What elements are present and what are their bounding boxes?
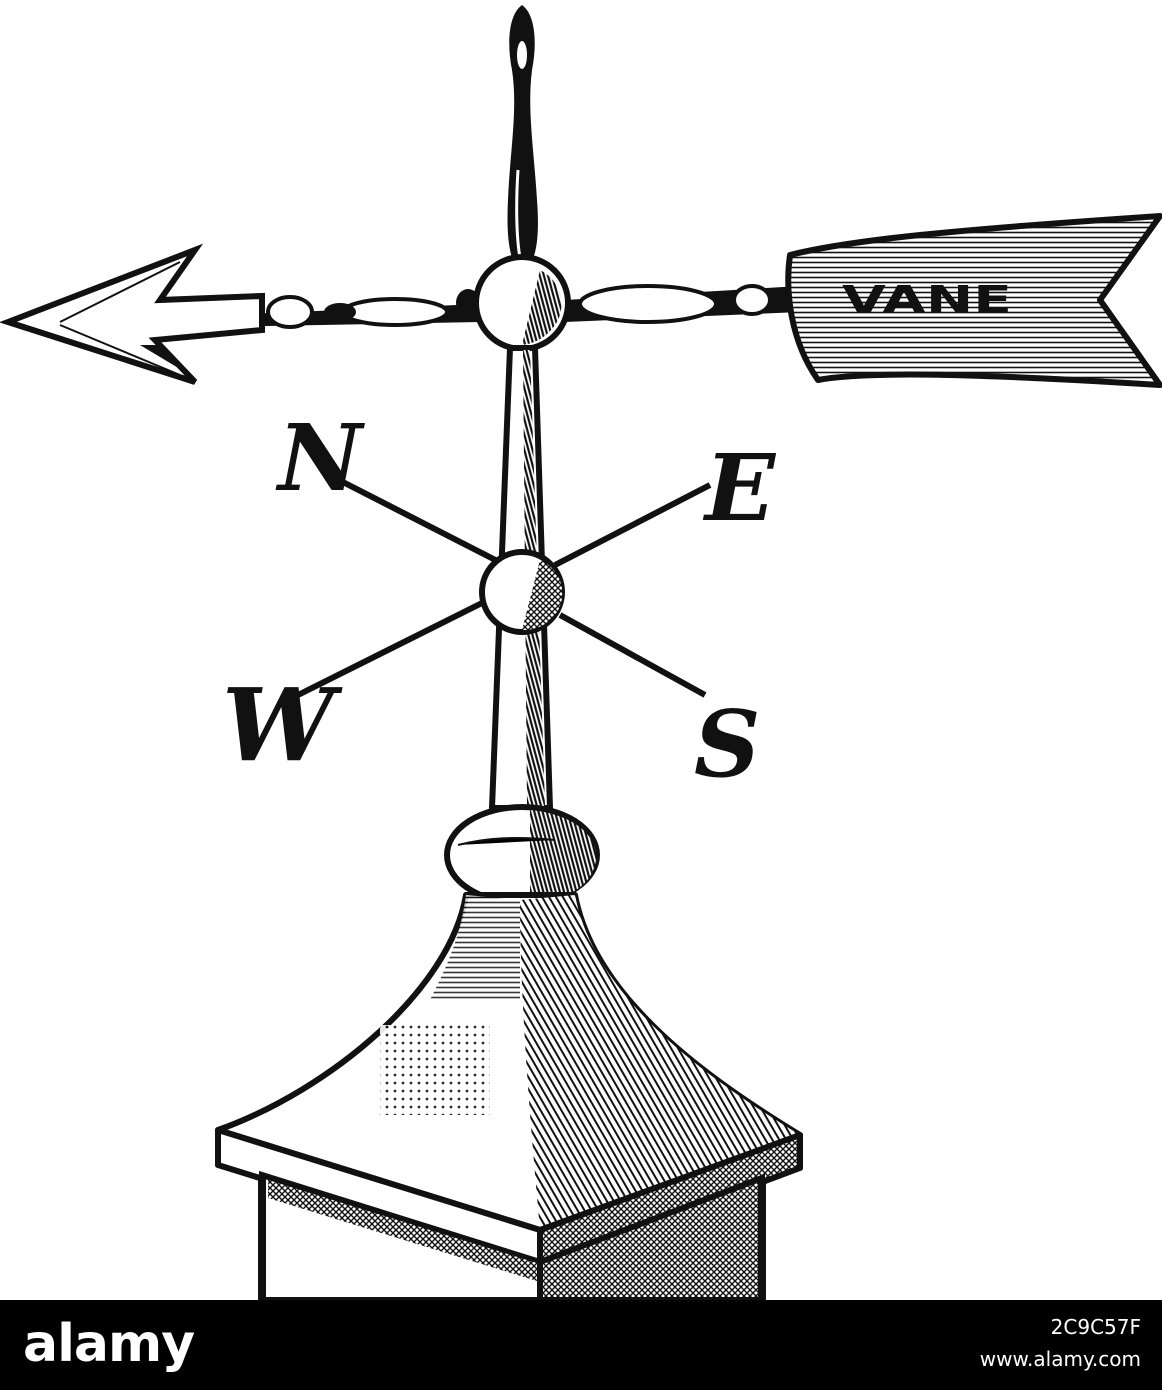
compass-east-label: E	[702, 434, 777, 542]
compass-north-label: N	[275, 404, 365, 512]
compass-south-label: S	[694, 690, 760, 798]
vane-flag: VANE	[785, 213, 1162, 388]
image-id: 2C9C57F	[1050, 1315, 1141, 1339]
arrow	[0, 243, 800, 385]
tower-base	[258, 1170, 766, 1300]
finial	[507, 5, 538, 272]
watermark-footer: alamy 2C9C57F www.alamy.com	[0, 1300, 1162, 1390]
alamy-logo: alamy	[23, 1314, 195, 1374]
weathervane-illustration: VANE N E W S	[0, 5, 1162, 1300]
compass-west-label: W	[222, 666, 343, 784]
compass-hub	[479, 549, 565, 635]
site-url: www.alamy.com	[979, 1347, 1141, 1371]
vane-label: VANE	[842, 278, 1012, 322]
roof	[215, 892, 803, 1268]
compass-arms	[296, 475, 712, 698]
knob	[444, 804, 600, 906]
